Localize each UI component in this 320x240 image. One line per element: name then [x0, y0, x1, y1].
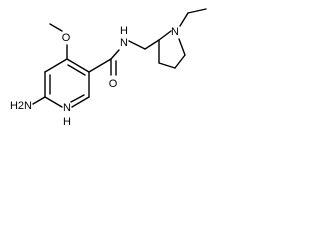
- chemical-structure: H2N N H O O N H N: [10, 8, 207, 128]
- bond-c5-c4: [44, 58, 68, 73]
- bond-n-ch2ethyl: [179, 12, 189, 27]
- bond-n1-c6: [44, 96, 63, 108]
- amine-nh2-label: H2N: [10, 100, 32, 112]
- amide-oxygen-label: O: [109, 78, 118, 90]
- bond-o-ch3: [49, 23, 63, 32]
- bond-c6-nh2: [32, 96, 46, 105]
- pyridine-h-label: H: [63, 116, 71, 128]
- bond-ch2-c2p: [144, 39, 160, 50]
- bond-c4p-c3p: [158, 62, 176, 69]
- ether-oxygen-label: O: [62, 32, 71, 44]
- amide-h-label: H: [120, 25, 128, 37]
- pyridine-n-label: N: [63, 102, 71, 114]
- bond-c2p-n: [158, 30, 172, 41]
- bond-camide-nh: [110, 49, 120, 60]
- bond-c5p-c4p: [174, 54, 186, 69]
- pyrrolidine-n-label: N: [171, 26, 179, 38]
- bond-c3-camide: [88, 58, 112, 73]
- bond-n-c5p: [178, 38, 186, 56]
- amide-n-label: N: [120, 37, 128, 49]
- bond-nh-ch2: [128, 40, 146, 50]
- atom-labels: H2N N H O O N H N: [10, 25, 179, 128]
- bond-ethyl-ch3: [187, 8, 207, 14]
- bonds: [32, 8, 207, 108]
- bond-c4-c3: [66, 58, 90, 73]
- bond-c4-c3-inner: [67, 64, 86, 76]
- bond-c2-n1: [71, 96, 90, 108]
- bond-c2-n1-inner: [70, 94, 85, 103]
